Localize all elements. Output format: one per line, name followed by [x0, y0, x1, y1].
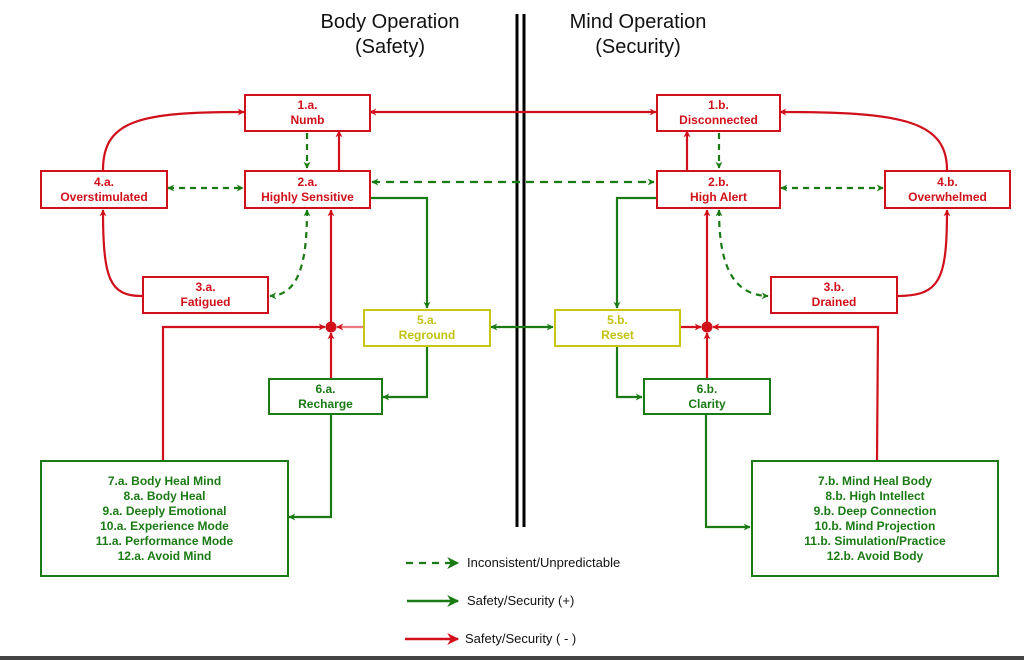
- edge-5b-to-6b: [615, 346, 643, 401]
- node-label: Disconnected: [679, 113, 758, 127]
- edge-7b-to-junction-b: [712, 323, 880, 461]
- node-line: 11.b. Simulation/Practice: [804, 533, 946, 548]
- node-label: Drained: [811, 295, 857, 309]
- node-id: 1.a.: [297, 98, 318, 112]
- node-3b-drained[interactable]: 3.b. Drained: [770, 276, 898, 314]
- node-label: High Alert: [690, 189, 747, 204]
- edge-4a-to-1a: [101, 108, 245, 171]
- node-line: 11.a. Performance Mode: [95, 533, 234, 548]
- legend-label-positive: Safety/Security (+): [467, 593, 575, 608]
- node-line: 10.a. Experience Mode: [100, 518, 229, 533]
- legend-label-inconsistent: Inconsistent/Unpredictable: [467, 555, 621, 570]
- node-label: Clarity: [688, 396, 726, 411]
- node-label: Overstimulated: [60, 189, 148, 204]
- header-body-line2: (Safety): [354, 36, 426, 58]
- node-line: 7.a. Body Heal Mind: [107, 473, 222, 488]
- edge-3b-to-4b: [896, 209, 951, 298]
- node-6a-recharge[interactable]: 6.a. Recharge: [268, 378, 383, 415]
- node-id: 5.b.: [607, 313, 628, 327]
- edge-3a-to-4a: [99, 209, 143, 298]
- node-id: 2.b.: [708, 174, 729, 189]
- node-5a-reground[interactable]: 5.a. Reground: [363, 309, 491, 347]
- node-1b-disconnected[interactable]: 1.b. Disconnected: [656, 94, 781, 132]
- node-line: 8.a. Body Heal: [123, 488, 206, 503]
- node-id: 3.b.: [823, 280, 845, 294]
- edge-2b-3b-dashed: [715, 209, 769, 300]
- node-6b-clarity[interactable]: 6.b. Clarity: [643, 378, 771, 415]
- node-label: Reset: [601, 328, 634, 342]
- node-id: 6.b.: [696, 381, 718, 396]
- node-7b-mind-group[interactable]: 7.b. Mind Heal Body 8.b. High Intellect …: [751, 460, 999, 577]
- node-7a-body-group[interactable]: 7.a. Body Heal Mind 8.a. Body Heal 9.a. …: [40, 460, 289, 577]
- header-mind-line2: (Security): [595, 36, 681, 58]
- node-id: 1.b.: [708, 98, 729, 112]
- edge-2a-3a-dashed: [269, 209, 311, 300]
- node-line: 7.b. Mind Heal Body: [817, 473, 932, 488]
- legend-label-negative: Safety/Security ( - ): [465, 631, 577, 646]
- node-line: 12.a. Avoid Mind: [117, 548, 212, 563]
- node-line: 9.b. Deep Connection: [813, 503, 937, 518]
- header-body-line1: Body Operation: [320, 11, 460, 33]
- node-2a-highly-sensitive[interactable]: 2.a. Highly Sensitive: [244, 170, 371, 209]
- edge-2a-to-5a: [370, 196, 431, 309]
- node-id: 6.a.: [315, 381, 336, 396]
- edge-4b-to-1b: [779, 108, 949, 171]
- junction-dot-a: [325, 321, 337, 333]
- node-3a-fatigued[interactable]: 3.a. Fatigued: [142, 276, 269, 314]
- node-line: 12.b. Avoid Body: [826, 548, 924, 563]
- node-label: Fatigued: [180, 295, 231, 309]
- node-label: Reground: [398, 328, 456, 342]
- node-label: Numb: [290, 113, 325, 127]
- node-id: 4.a.: [93, 174, 114, 189]
- edge-2b-to-5b: [613, 196, 656, 309]
- edge-5a-to-6a: [382, 346, 429, 401]
- node-5b-reset[interactable]: 5.b. Reset: [554, 309, 681, 347]
- bottom-border: [0, 656, 1024, 660]
- junction-dot-b: [701, 321, 713, 333]
- edge-7a-to-junction-a: [161, 323, 326, 460]
- node-line: 9.a. Deeply Emotional: [102, 503, 227, 518]
- edge-6b-to-7b: [704, 414, 751, 531]
- edge-6a-to-7a: [288, 414, 333, 521]
- node-label: Overwhelmed: [908, 189, 987, 204]
- header-mind-line1: Mind Operation: [569, 11, 707, 33]
- node-id: 5.a.: [416, 313, 437, 327]
- node-id: 4.b.: [937, 174, 958, 189]
- node-line: 8.b. High Intellect: [825, 488, 925, 503]
- node-4b-overwhelmed[interactable]: 4.b. Overwhelmed: [884, 170, 1011, 209]
- node-label: Recharge: [298, 396, 353, 411]
- node-line: 10.b. Mind Projection: [814, 518, 936, 533]
- node-id: 2.a.: [297, 174, 318, 189]
- node-2b-high-alert[interactable]: 2.b. High Alert: [656, 170, 781, 209]
- node-4a-overstimulated[interactable]: 4.a. Overstimulated: [40, 170, 168, 209]
- node-id: 3.a.: [195, 280, 216, 294]
- node-label: Highly Sensitive: [261, 189, 354, 204]
- header-mind-operation: Mind Operation (Security): [548, 10, 728, 60]
- node-1a-numb[interactable]: 1.a. Numb: [244, 94, 371, 132]
- header-body-operation: Body Operation (Safety): [300, 10, 480, 60]
